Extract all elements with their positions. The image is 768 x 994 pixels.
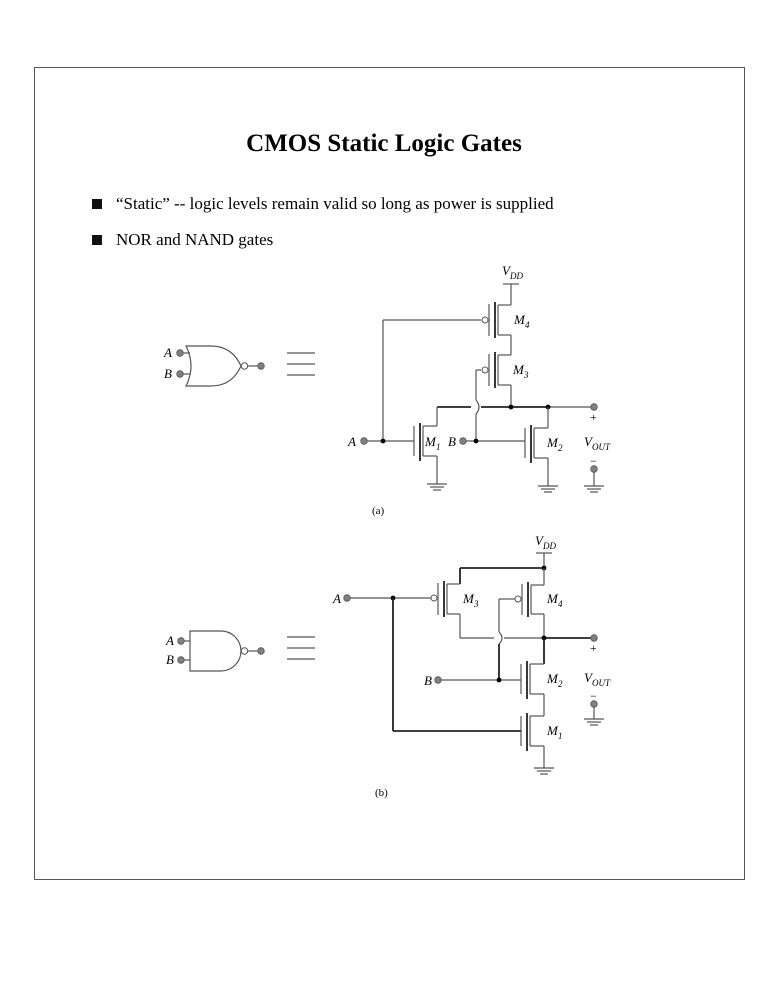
caption-b: (b) <box>375 787 388 799</box>
slide-frame <box>34 67 745 880</box>
svg-text:4: 4 <box>558 599 563 609</box>
transistor-m3-b <box>430 568 461 638</box>
svg-text:2: 2 <box>558 679 563 689</box>
svg-text:1: 1 <box>558 731 563 741</box>
svg-text:DD: DD <box>542 541 556 551</box>
m1-label-a: M <box>424 434 437 449</box>
slide-title: CMOS Static Logic Gates <box>246 130 522 157</box>
transistor-m2-a <box>524 407 549 486</box>
nand-output-terminal <box>257 647 265 655</box>
input-b-terminal-b <box>434 676 442 684</box>
bullet-square-icon <box>92 199 102 209</box>
svg-text:1: 1 <box>436 442 441 452</box>
svg-text:4: 4 <box>525 320 530 330</box>
nand-input-a-label: A <box>165 633 174 648</box>
nor-circuit: V DD M 4 M 3 <box>347 263 611 493</box>
svg-text:−: − <box>590 454 597 468</box>
pmos-gate-bubble-icon <box>481 366 489 374</box>
nor-input-a-terminal <box>176 349 184 357</box>
caption-a: (a) <box>372 505 385 517</box>
pmos-gate-bubble-icon <box>514 595 522 603</box>
pmos-gate-bubble-icon <box>481 316 489 324</box>
input-b-terminal-a <box>459 437 467 445</box>
svg-text:2: 2 <box>558 443 563 453</box>
m1-label-b: M <box>546 723 559 738</box>
bullet-static-text: “Static” -- logic levels remain valid so… <box>116 194 554 213</box>
input-a-label-a: A <box>347 434 356 449</box>
nor-input-b-terminal <box>176 370 184 378</box>
input-a-label-b: A <box>332 591 341 606</box>
nand-gate-symbol: A B <box>165 630 265 672</box>
vdd-label-b: V <box>535 533 545 548</box>
equivalence-sign-a <box>287 352 315 376</box>
bullet-static: “Static” -- logic levels remain valid so… <box>92 194 554 214</box>
svg-text:−: − <box>590 689 597 703</box>
vout-minus-terminal-a <box>590 465 598 473</box>
vout-label-a: V <box>584 434 594 449</box>
m4-label-b: M <box>546 591 559 606</box>
svg-text:OUT: OUT <box>592 442 611 452</box>
svg-text:3: 3 <box>523 370 529 380</box>
vout-plus-terminal-a <box>590 403 598 411</box>
ground-icon <box>584 485 604 493</box>
transistor-m4-b <box>514 582 545 638</box>
m4-label-a: M <box>513 312 526 327</box>
vout-minus-terminal-b <box>590 700 598 708</box>
nand-input-a-terminal <box>177 637 185 645</box>
ground-icon <box>534 767 554 775</box>
bullet-gates-text: NOR and NAND gates <box>116 230 274 249</box>
ground-icon <box>427 483 447 491</box>
pmos-gate-bubble-icon <box>430 594 438 602</box>
nand-inversion-bubble <box>240 647 249 655</box>
m2-label-a: M <box>546 435 559 450</box>
equivalence-sign-b <box>287 636 315 660</box>
transistor-m1-b <box>520 713 545 768</box>
ground-icon <box>584 718 604 726</box>
svg-text:DD: DD <box>509 271 523 281</box>
svg-text:+: + <box>590 410 597 424</box>
bullet-square-icon <box>92 235 102 245</box>
m2-label-b: M <box>546 671 559 686</box>
nor-output-terminal <box>257 362 265 370</box>
input-b-label-a: B <box>448 434 456 449</box>
input-a-terminal-b <box>343 594 351 602</box>
vout-plus-terminal-b <box>590 634 598 642</box>
svg-text:OUT: OUT <box>592 678 611 688</box>
nand-input-b-label: B <box>166 652 174 667</box>
nor-input-a-label: A <box>163 345 172 360</box>
transistor-m2-b <box>520 638 545 716</box>
nor-inversion-bubble <box>240 362 249 370</box>
svg-text:+: + <box>590 641 597 655</box>
svg-text:3: 3 <box>473 599 479 609</box>
vout-label-b: V <box>584 670 594 685</box>
transistor-m3-a <box>481 352 512 407</box>
m3-label-a: M <box>512 362 525 377</box>
nor-input-b-label: B <box>164 366 172 381</box>
nand-input-b-terminal <box>177 656 185 664</box>
nand-circuit: V DD M 3 M 4 <box>332 533 611 775</box>
transistor-m4-a <box>481 302 512 355</box>
vdd-label-a: V <box>502 263 512 278</box>
bullet-gates: NOR and NAND gates <box>92 230 273 250</box>
input-b-label-b: B <box>424 673 432 688</box>
m3-label-b: M <box>462 591 475 606</box>
input-a-terminal-a <box>360 437 368 445</box>
nor-gate-symbol: A B <box>163 345 265 387</box>
ground-icon <box>538 485 558 493</box>
